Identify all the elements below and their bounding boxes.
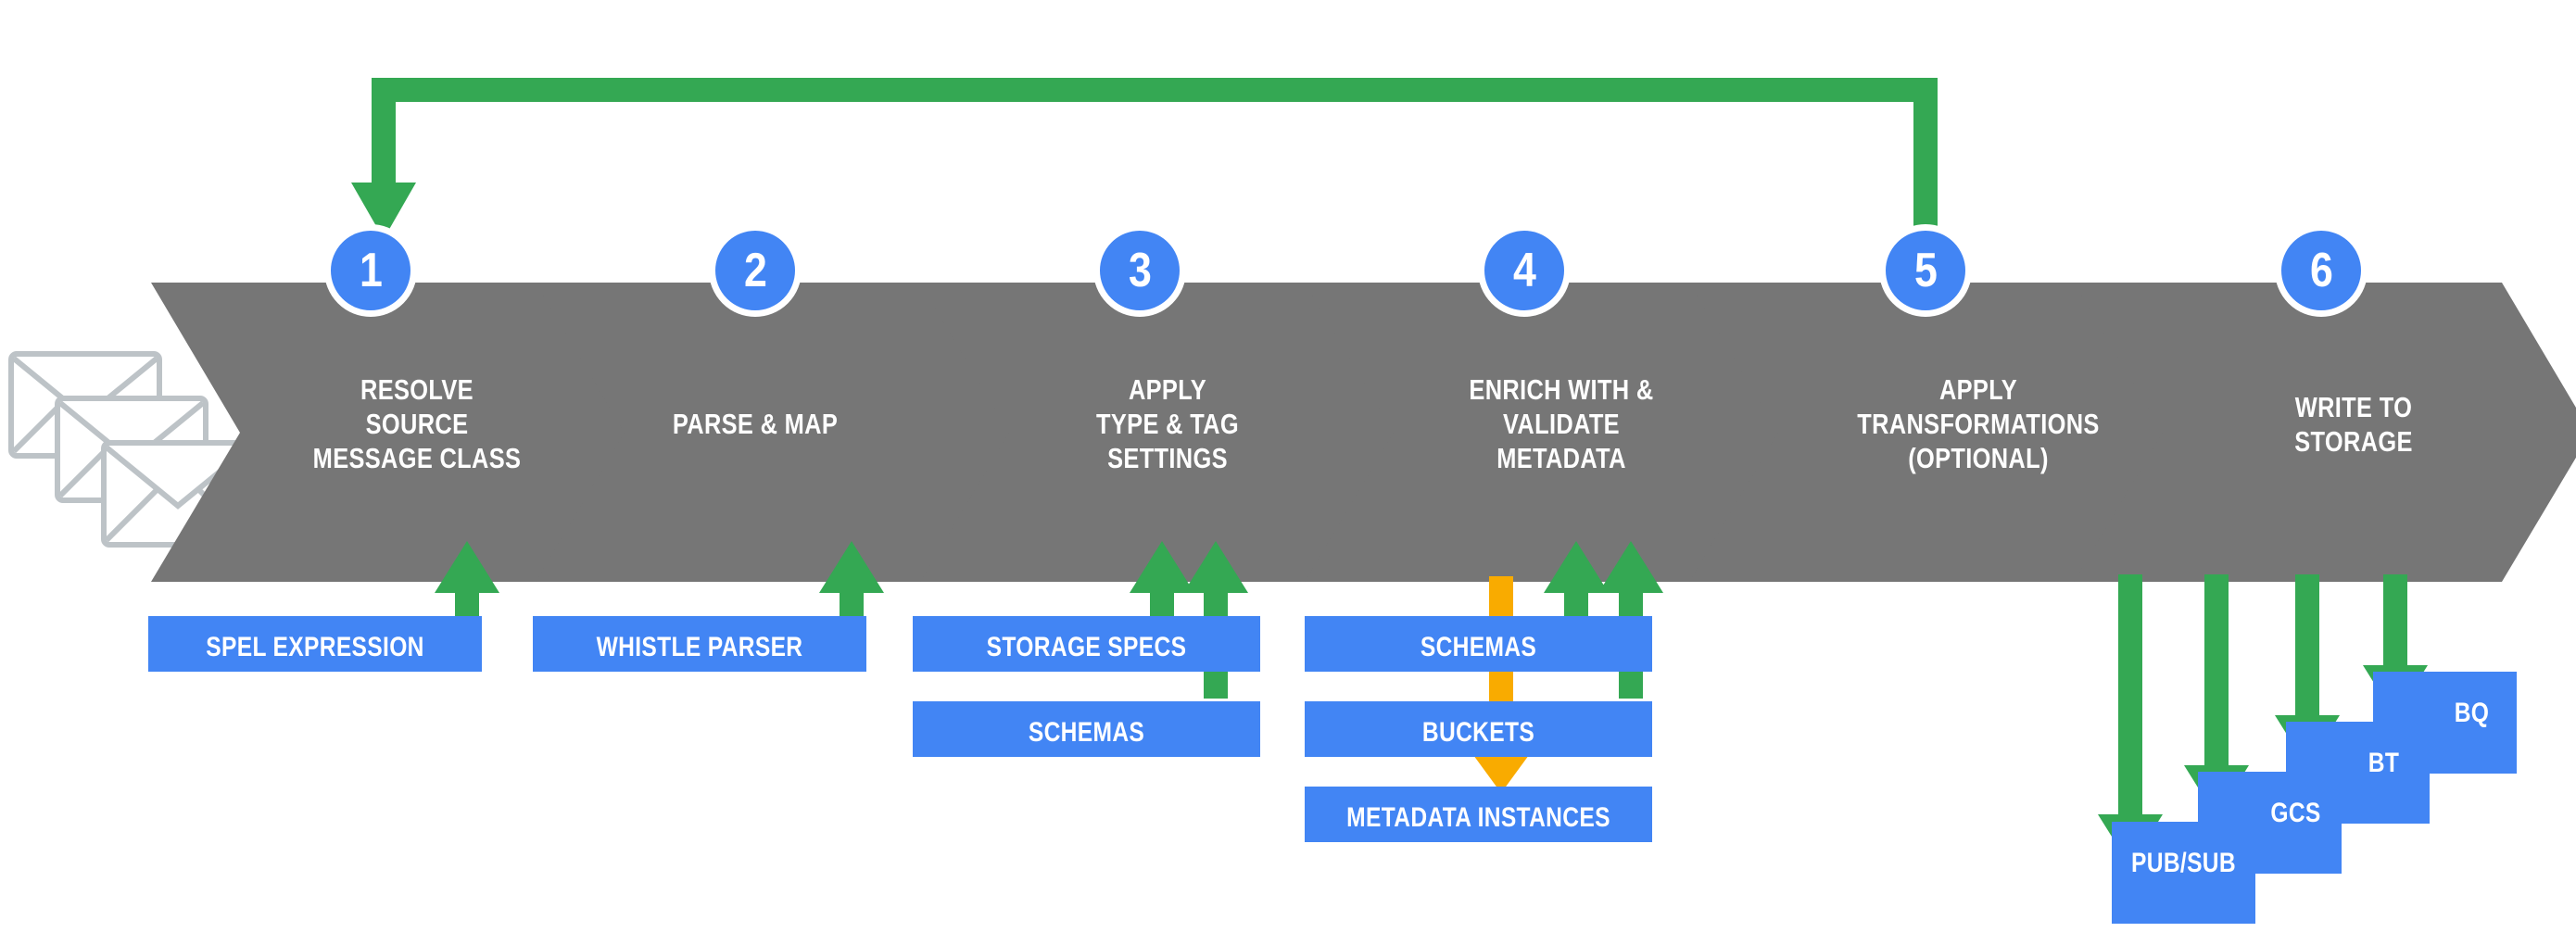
- metadata-connector-arrow: [1466, 576, 1536, 793]
- step-number-circle-3[interactable]: 3: [1093, 224, 1186, 317]
- resource-chip: [1305, 616, 1652, 672]
- step-number: 2: [743, 244, 767, 297]
- step-number-circle-4[interactable]: 4: [1478, 224, 1571, 317]
- step-number: 5: [1913, 244, 1938, 297]
- resource-chip: [533, 616, 866, 672]
- step-chevron-6: [2074, 283, 2576, 582]
- step-number-circle-5[interactable]: 5: [1879, 224, 1972, 317]
- feedback-arrow: [351, 78, 1938, 278]
- step-number-circle-6[interactable]: 6: [2275, 224, 2368, 317]
- step-number: 3: [1128, 244, 1152, 297]
- resource-chip: [1305, 787, 1652, 842]
- resource-chip: [148, 616, 482, 672]
- output-block: [2373, 672, 2517, 774]
- resource-chip: [913, 616, 1260, 672]
- resource-chip: [913, 701, 1260, 757]
- step-number: 4: [1512, 244, 1536, 297]
- resource-chip: [1305, 701, 1652, 757]
- step-number-circle-1[interactable]: 1: [324, 224, 417, 317]
- step-number: 1: [359, 244, 383, 297]
- step-number-circle-2[interactable]: 2: [709, 224, 802, 317]
- step-number: 6: [2309, 244, 2333, 297]
